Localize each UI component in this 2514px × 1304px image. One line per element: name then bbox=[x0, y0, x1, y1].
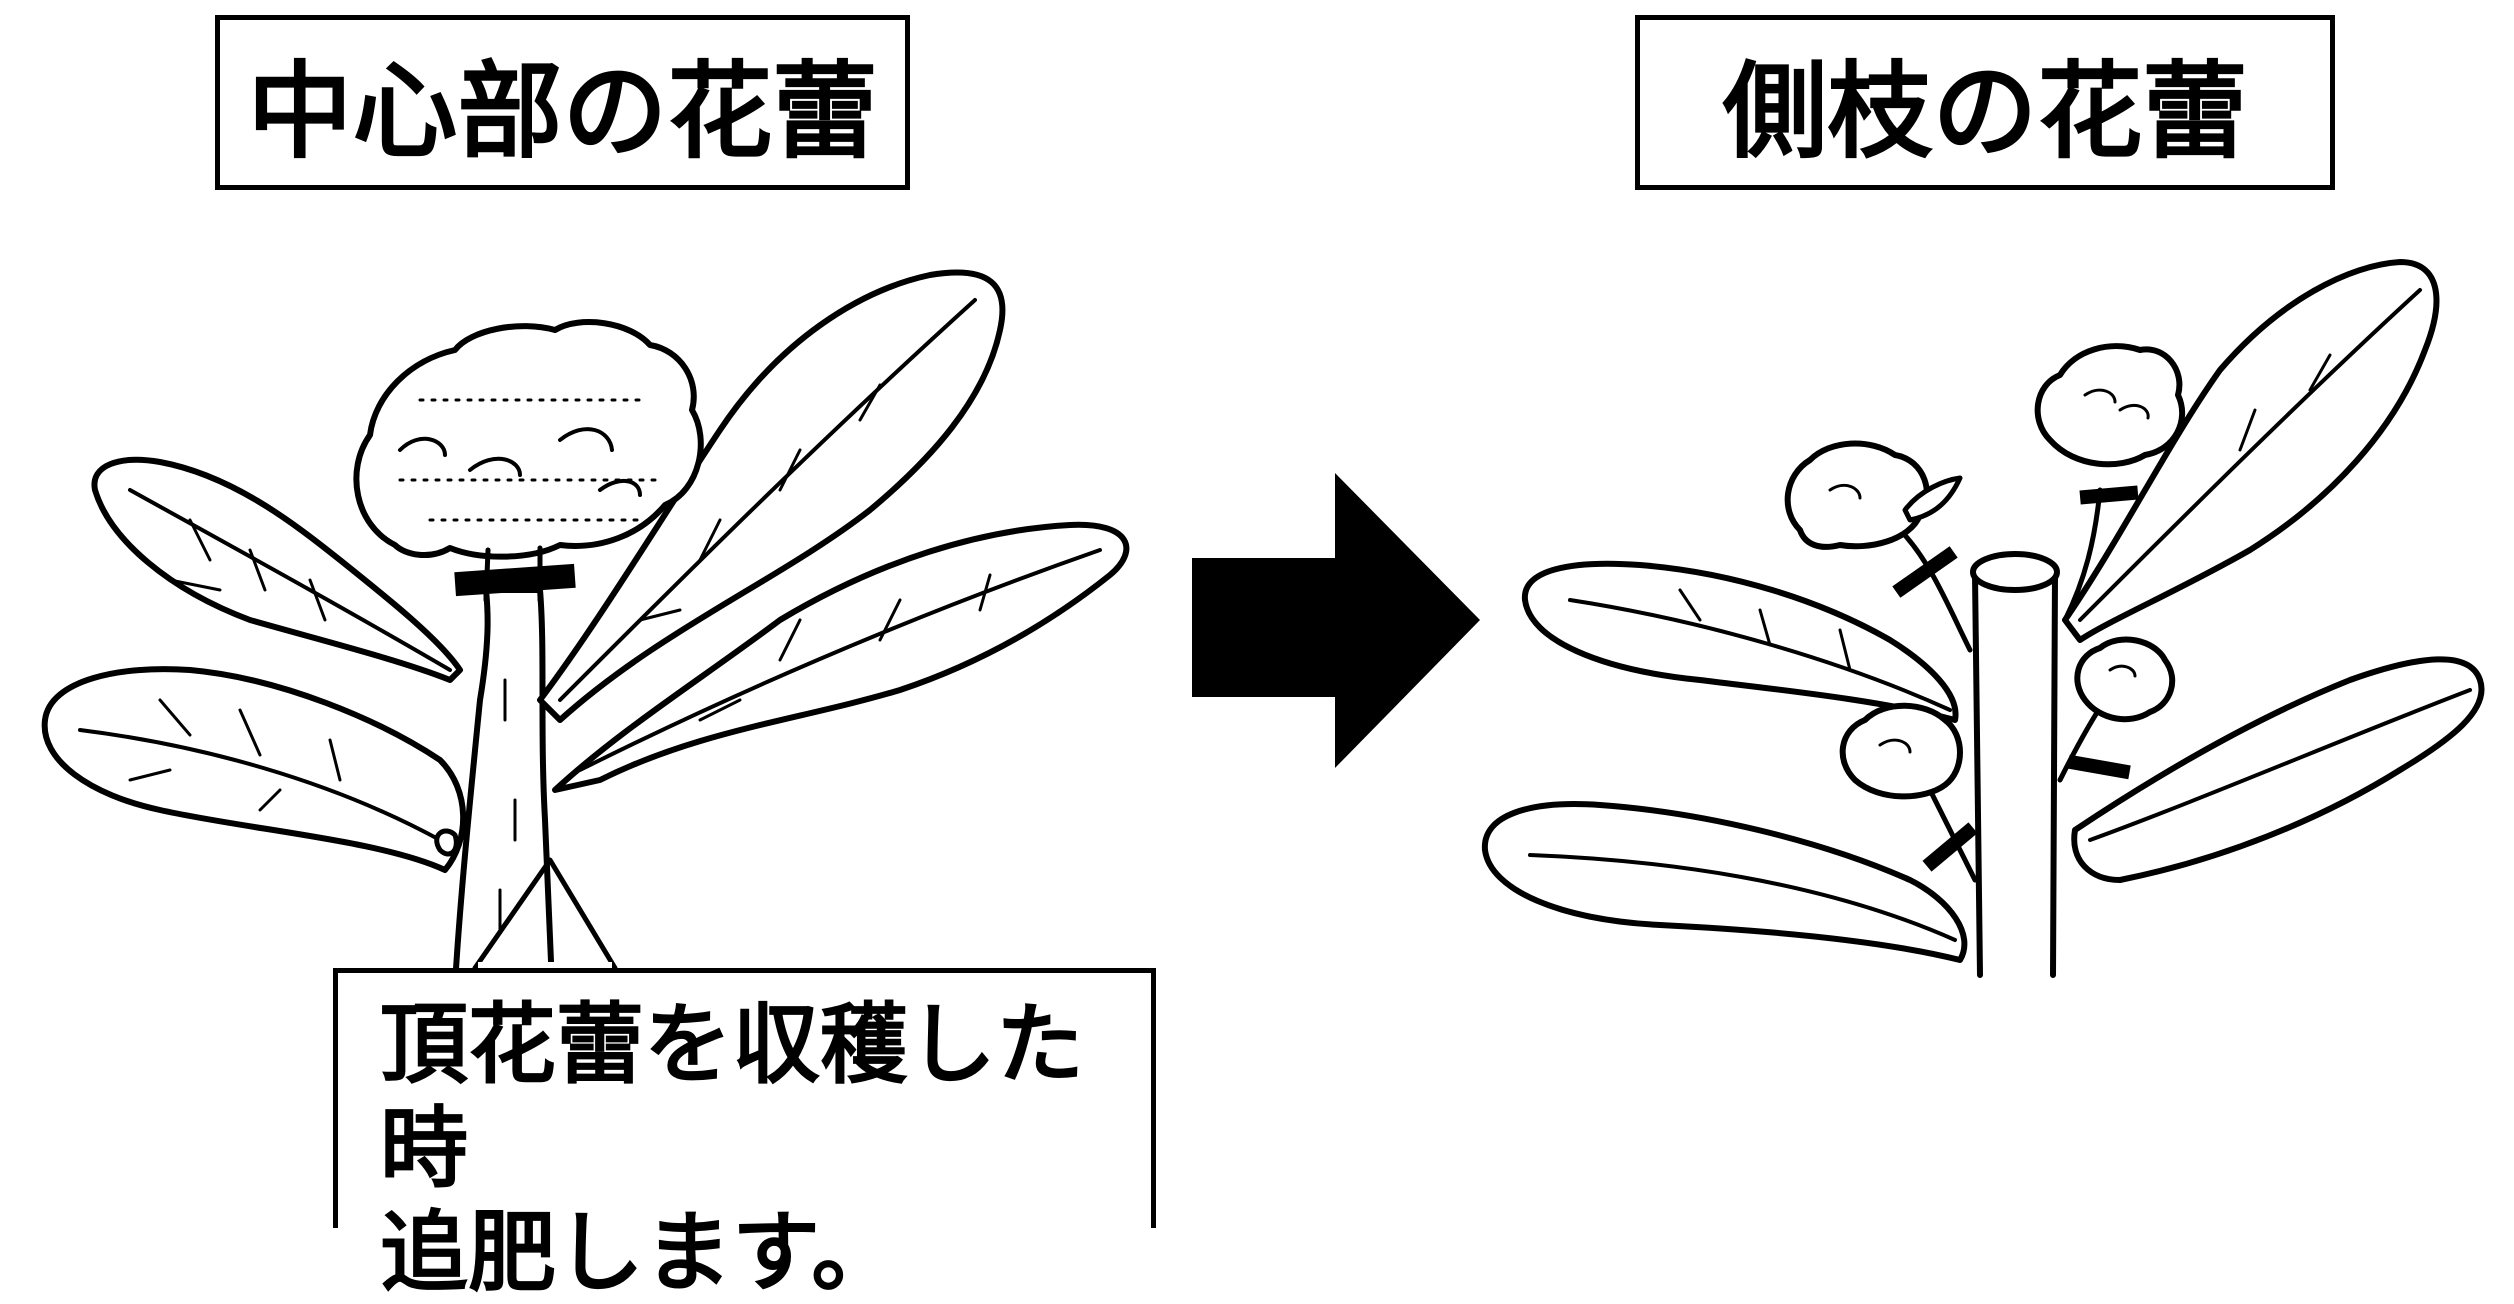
callout-line-1: 頂花蕾を収穫した時 bbox=[380, 993, 1085, 1200]
cut-mark-icon bbox=[2067, 754, 2131, 780]
cut-stump bbox=[1970, 551, 2060, 593]
stem bbox=[1972, 572, 2058, 978]
arrow-right-icon bbox=[1192, 473, 1480, 768]
leaf bbox=[1521, 560, 1959, 723]
leaf bbox=[2071, 656, 2485, 883]
callout-line-2: 追肥します。 bbox=[380, 1200, 900, 1304]
side-floret bbox=[1784, 440, 1930, 550]
fertilizer-callout: 頂花蕾を収穫した時 追肥します。 bbox=[333, 968, 1156, 1304]
side-shoot-floret-title: 側枝の花蕾 bbox=[1635, 15, 2335, 190]
leaf bbox=[41, 666, 467, 873]
side-floret bbox=[1839, 702, 1963, 800]
callout-pointer bbox=[472, 857, 618, 971]
cut-mark-icon bbox=[1922, 822, 1978, 872]
central-floret-title: 中心部の花蕾 bbox=[215, 15, 910, 190]
cut-mark-icon bbox=[1892, 546, 1958, 598]
left-broccoli-plant bbox=[41, 269, 1130, 988]
leaf bbox=[1481, 801, 1968, 963]
right-broccoli-plant bbox=[1481, 259, 2485, 978]
side-floret bbox=[2034, 343, 2186, 468]
side-floret bbox=[2074, 636, 2176, 723]
cut-mark-icon bbox=[2079, 485, 2139, 505]
floret-head bbox=[353, 319, 704, 560]
cut-mark-icon bbox=[454, 563, 576, 597]
diagram-illustration bbox=[41, 259, 2485, 988]
